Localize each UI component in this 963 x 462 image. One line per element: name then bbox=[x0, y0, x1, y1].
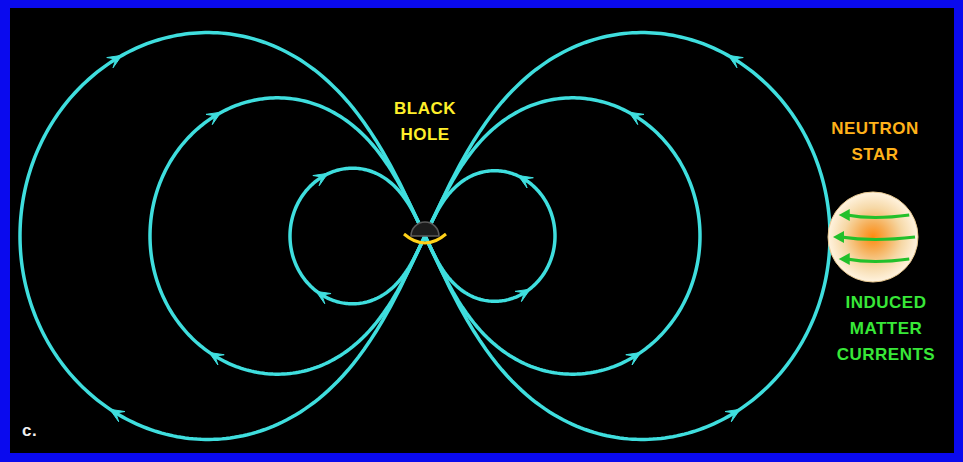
field-line bbox=[20, 33, 425, 440]
field-arrowhead bbox=[515, 289, 530, 301]
field-lines bbox=[20, 33, 830, 440]
node-label: BLACK HOLE bbox=[389, 96, 461, 148]
field-arrowhead bbox=[629, 112, 644, 124]
field-arrowhead bbox=[626, 353, 641, 365]
black-hole: BLACK HOLE bbox=[385, 96, 465, 250]
current-line bbox=[847, 215, 910, 218]
field-arrowhead bbox=[725, 409, 740, 421]
field-line bbox=[425, 33, 830, 440]
current-label: INDUCED MATTER CURRENTS bbox=[830, 290, 942, 368]
star-body bbox=[828, 192, 918, 282]
current-line bbox=[841, 237, 915, 240]
current-arrowhead bbox=[839, 209, 850, 221]
field-arrowhead bbox=[209, 353, 224, 365]
event-horizon bbox=[411, 222, 439, 236]
field-arrowhead bbox=[107, 55, 122, 67]
current-arrowhead bbox=[839, 253, 850, 265]
space-background bbox=[10, 8, 954, 453]
neutron-star: NEUTRON STAR bbox=[813, 116, 937, 284]
field-arrowhead bbox=[316, 291, 331, 303]
black-hole-symbol bbox=[395, 220, 455, 250]
field-line bbox=[425, 98, 700, 374]
neutron-star-symbol bbox=[825, 189, 921, 285]
node-label: NEUTRON STAR bbox=[827, 116, 923, 168]
field-line bbox=[150, 98, 425, 374]
accretion-arc bbox=[404, 234, 446, 243]
current-line bbox=[847, 259, 910, 262]
field-arrowhead bbox=[518, 176, 533, 188]
field-arrowhead bbox=[728, 55, 743, 67]
field-arrowhead bbox=[206, 112, 221, 124]
panel-letter: c. bbox=[22, 418, 52, 444]
field-arrowhead bbox=[110, 409, 125, 421]
current-arrowhead bbox=[833, 231, 844, 243]
field-arrowhead bbox=[313, 173, 328, 185]
